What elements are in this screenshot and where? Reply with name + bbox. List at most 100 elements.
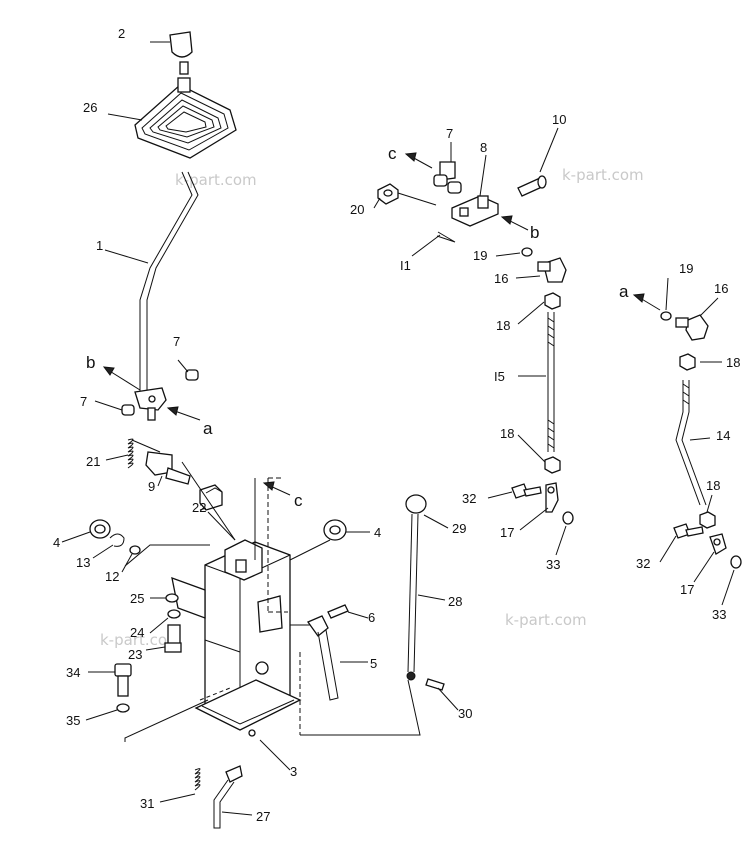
part-label: 31: [140, 796, 154, 811]
part-nut: [699, 511, 716, 529]
ref-arrow-c-right: [404, 152, 433, 169]
part-label: 2: [118, 26, 125, 41]
part-label: 25: [130, 591, 144, 606]
part-label: 21: [86, 454, 100, 469]
part-washer: [562, 511, 574, 525]
part-label: 16: [714, 281, 728, 296]
part-label: 24: [130, 625, 144, 640]
part-washer: [129, 545, 141, 555]
part-label: 18: [500, 426, 514, 441]
part-bolt: [673, 523, 704, 539]
part-bolt: [164, 624, 182, 653]
part-bushing: [185, 369, 199, 381]
part-label: 33: [712, 607, 726, 622]
ref-letter: c: [294, 491, 303, 510]
part-label: 16: [494, 271, 508, 286]
part-housing: [171, 539, 302, 737]
part-bracket: [145, 451, 191, 485]
leader-lines: [373, 127, 567, 556]
part-bolt: [114, 663, 132, 697]
part-nut: [377, 183, 399, 205]
ref-arrow-a-right: [632, 293, 661, 311]
part-spring: [194, 768, 201, 791]
part-grommet: [89, 519, 111, 539]
part-nut: [544, 292, 561, 310]
part-nut: [679, 353, 696, 371]
part-label: 23: [128, 647, 142, 662]
part-ball-joint: [675, 314, 709, 341]
part-rod-end: [545, 482, 559, 513]
part-washer: [521, 247, 533, 257]
part-rod-end: [709, 533, 727, 555]
part-bolt: [511, 483, 542, 499]
part-label: 18: [706, 478, 720, 493]
part-label: 4: [53, 535, 60, 550]
ref-letter: a: [619, 282, 629, 301]
part-bushing: [433, 174, 448, 187]
part-label: 32: [462, 491, 476, 506]
part-bent-rod: [675, 380, 707, 506]
part-lever: [139, 171, 199, 392]
ref-letter: c: [388, 144, 397, 163]
part-hook: [213, 765, 243, 829]
part-rod: [405, 494, 427, 681]
part-label: 13: [76, 555, 90, 570]
part-label: 19: [473, 248, 487, 263]
part-label: 5: [370, 656, 377, 671]
watermark: k-part.com: [505, 611, 587, 629]
part-label: 10: [552, 112, 566, 127]
part-label: 29: [452, 521, 466, 536]
part-label: I5: [494, 369, 505, 384]
part-nut: [544, 456, 561, 474]
part-label: 19: [679, 261, 693, 276]
part-clip: [109, 533, 125, 547]
part-label: 1: [96, 238, 103, 253]
part-bracket: [451, 195, 499, 227]
part-label: 32: [636, 556, 650, 571]
part-label: 4: [374, 525, 381, 540]
part-label: 17: [680, 582, 694, 597]
part-washer: [116, 703, 130, 713]
ref-letter: b: [86, 353, 95, 372]
part-label: 8: [480, 140, 487, 155]
part-label: 22: [192, 500, 206, 515]
part-label: 26: [83, 100, 97, 115]
watermark: k-part.com: [100, 631, 182, 649]
ref-letter: b: [530, 223, 539, 242]
part-bushing: [121, 404, 135, 416]
part-lever-arm: [307, 615, 339, 701]
part-label: 34: [66, 665, 80, 680]
part-label: 6: [368, 610, 375, 625]
part-lever-yoke: [134, 387, 167, 421]
ref-letter: a: [203, 419, 213, 438]
part-block: [199, 484, 223, 511]
part-cotter-pin: [436, 231, 456, 243]
part-nut: [167, 609, 181, 619]
part-spring: [127, 438, 161, 469]
part-label: 27: [256, 809, 270, 824]
part-grommet: [323, 519, 347, 541]
part-label: 14: [716, 428, 730, 443]
part-label: I1: [400, 258, 411, 273]
part-label: 30: [458, 706, 472, 721]
part-boot: [134, 77, 237, 159]
part-label: 7: [446, 126, 453, 141]
leader-lines: [659, 277, 735, 606]
ref-arrow-b-right: [500, 215, 529, 231]
watermark: k-part.com: [175, 171, 257, 189]
part-label: 33: [546, 557, 560, 572]
ref-arrow-c-left: [262, 481, 291, 496]
ref-arrow-a-left: [166, 406, 201, 421]
part-washer: [660, 311, 672, 321]
part-bushing: [447, 181, 462, 194]
part-rod: [547, 312, 555, 452]
part-knob: [169, 31, 193, 75]
part-washer: [730, 555, 742, 569]
part-label: 7: [173, 334, 180, 349]
part-label: 20: [350, 202, 364, 217]
ref-arrow-b-left: [102, 366, 141, 391]
part-pin: [425, 678, 445, 691]
part-label: 7: [80, 394, 87, 409]
